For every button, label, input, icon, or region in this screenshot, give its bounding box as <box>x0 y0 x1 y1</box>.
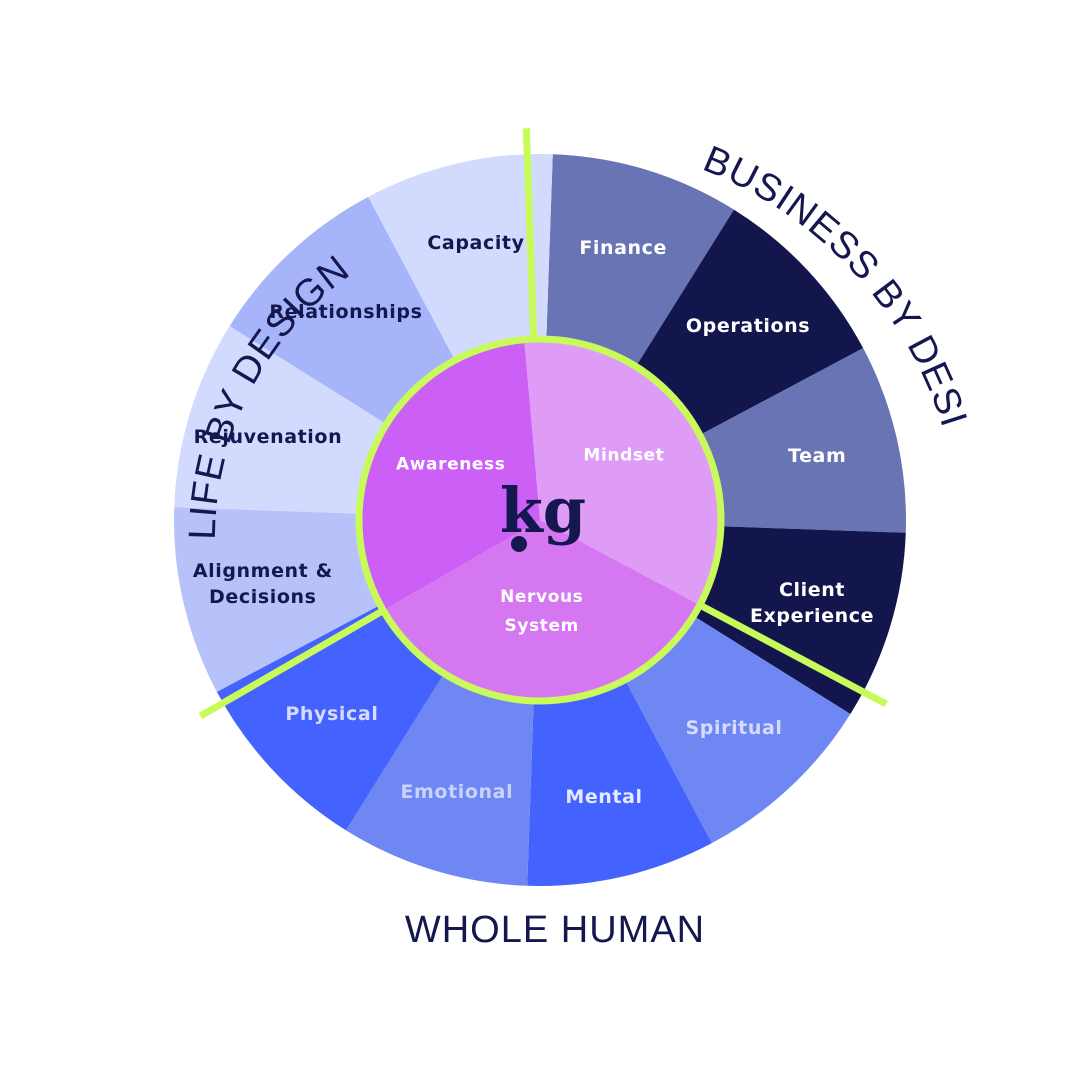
core-label-awareness-line: Awareness <box>396 455 506 475</box>
outer-segments <box>173 153 907 887</box>
segment-label-rejuvenation: Rejuvenation <box>194 426 343 448</box>
core-circle <box>360 340 720 700</box>
segment-label-alignment-and-decisions: Alignment & Decisions <box>193 560 333 608</box>
kg-logo: kg <box>500 474 586 552</box>
group-divider-2 <box>699 602 888 708</box>
segment-operations <box>636 209 864 435</box>
segment-relationships <box>229 196 455 424</box>
segment-label-finance: Finance <box>579 237 667 259</box>
segment-label-alignment-and-decisions-line: Alignment & <box>193 560 333 582</box>
core-label-mindset: Mindset <box>583 445 664 465</box>
segment-team <box>701 348 907 533</box>
segment-label-mental-line: Mental <box>565 786 642 808</box>
segment-emotional <box>346 675 534 886</box>
segment-label-capacity: Capacity <box>427 232 524 254</box>
kg-logo-dot <box>511 536 527 552</box>
segment-label-operations: Operations <box>686 315 810 337</box>
segment-label-finance-line: Finance <box>579 237 667 259</box>
segment-finance <box>546 154 734 365</box>
whole-human-label: WHOLE HUMAN <box>405 909 705 951</box>
group-dividers <box>198 128 888 720</box>
core-ring <box>355 335 725 705</box>
segment-physical <box>216 605 444 831</box>
segment-label-client-experience-line: Client <box>779 579 845 601</box>
segment-rejuvenation <box>174 326 385 514</box>
core-label-mindset-line: Mindset <box>583 445 664 465</box>
segment-label-mental: Mental <box>565 786 642 808</box>
segment-client-experience <box>695 526 906 714</box>
core-label-awareness: Awareness <box>396 455 506 475</box>
segment-label-emotional: Emotional <box>400 781 513 803</box>
core-nervous-system <box>384 520 699 700</box>
segment-label-team: Team <box>788 445 846 467</box>
segment-label-operations-line: Operations <box>686 315 810 337</box>
segment-label-rejuvenation-line: Rejuvenation <box>194 426 343 448</box>
core-mindset <box>524 340 720 605</box>
segment-label-alignment-and-decisions-line: Decisions <box>209 586 317 608</box>
core-label-nervous-system-line: Nervous <box>500 587 583 607</box>
core-awareness <box>360 341 540 610</box>
segment-capacity <box>368 153 553 359</box>
segment-label-spiritual: Spiritual <box>686 717 783 739</box>
segment-label-client-experience-line: Experience <box>750 605 874 627</box>
core-label-nervous-system-line: System <box>505 616 579 636</box>
segment-label-physical-line: Physical <box>285 703 378 725</box>
segment-label-spiritual-line: Spiritual <box>686 717 783 739</box>
kg-logo-text: kg <box>500 474 586 547</box>
segment-mental <box>527 681 712 887</box>
segment-label-relationships: Relationships <box>269 301 422 323</box>
segment-label-emotional-line: Emotional <box>400 781 513 803</box>
segment-spiritual <box>625 616 851 844</box>
segment-label-relationships-line: Relationships <box>269 301 422 323</box>
segment-label-capacity-line: Capacity <box>427 232 524 254</box>
segment-label-physical: Physical <box>285 703 378 725</box>
group-divider-1 <box>522 128 538 338</box>
segment-alignment-and-decisions <box>173 507 379 692</box>
group-divider-3 <box>198 608 384 720</box>
segment-label-team-line: Team <box>788 445 846 467</box>
